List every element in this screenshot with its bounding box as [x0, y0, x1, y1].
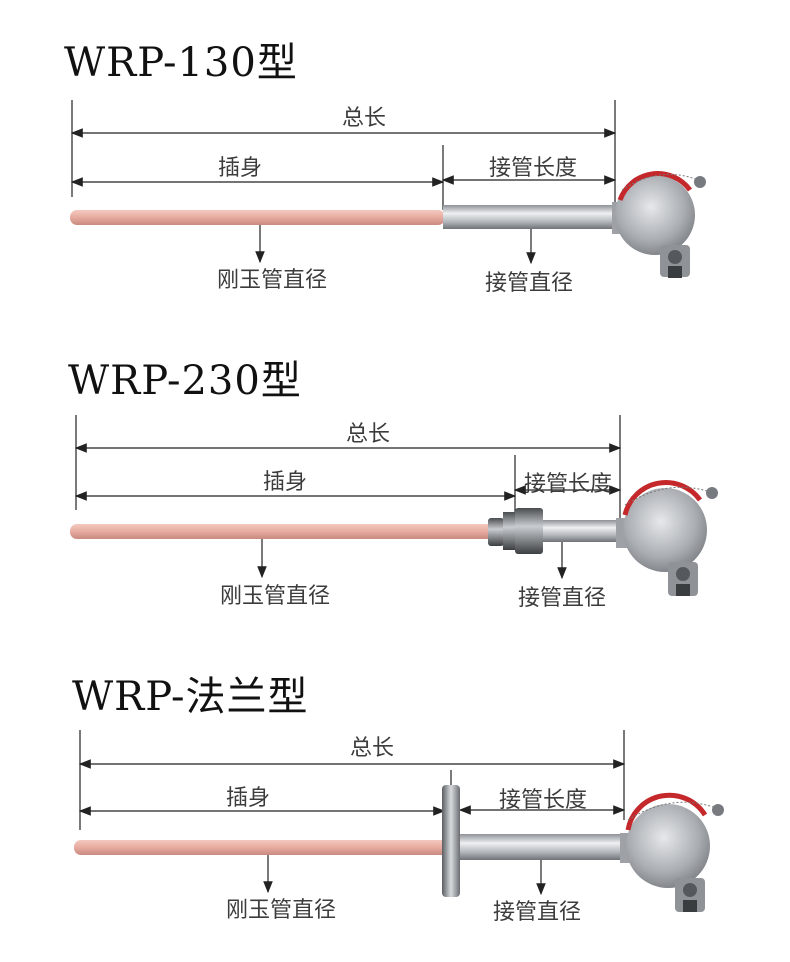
pipe-diameter-label: 接管直径 — [517, 586, 607, 611]
model-title: WRP-130型 — [64, 40, 298, 86]
protection-pipe — [460, 834, 624, 860]
total-length-label: 总长 — [345, 422, 391, 447]
thermocouple-diagram — [74, 730, 724, 912]
corundum-tube — [74, 840, 449, 855]
thermocouple-diagram — [70, 415, 718, 596]
model-section-wrp-130: WRP-130型 — [0, 0, 790, 320]
total-length-label: 总长 — [349, 736, 395, 761]
flange-plate — [442, 785, 460, 897]
insertion-label: 插身 — [262, 470, 308, 495]
insertion-label: 插身 — [217, 156, 263, 181]
junction-head — [620, 792, 724, 912]
pipe-length-label: 接管长度 — [488, 156, 578, 181]
corundum-tube — [70, 210, 445, 225]
fitting-nut — [488, 508, 543, 554]
junction-head — [612, 171, 706, 278]
tube-diameter-label: 刚玉管直径 — [219, 584, 331, 609]
model-title: WRP-法兰型 — [72, 674, 309, 720]
insertion-label: 插身 — [225, 786, 271, 811]
tube-diameter-label: 刚玉管直径 — [225, 898, 337, 923]
model-title: WRP-230型 — [68, 358, 302, 404]
protection-pipe — [443, 205, 615, 229]
thermocouple-diagram — [70, 100, 706, 278]
total-length-label: 总长 — [341, 106, 387, 131]
protection-pipe — [543, 520, 620, 542]
tube-diameter-label: 刚玉管直径 — [216, 268, 328, 293]
pipe-diameter-label: 接管直径 — [492, 900, 582, 925]
pipe-length-label: 接管长度 — [523, 472, 613, 497]
pipe-diameter-label: 接管直径 — [484, 271, 574, 296]
junction-head — [616, 480, 718, 596]
model-section-wrp-flange: WRP-法兰型 — [0, 640, 790, 962]
corundum-tube — [70, 524, 495, 539]
pipe-length-label: 接管长度 — [498, 788, 588, 813]
model-section-wrp-230: WRP-230型 — [0, 320, 790, 640]
